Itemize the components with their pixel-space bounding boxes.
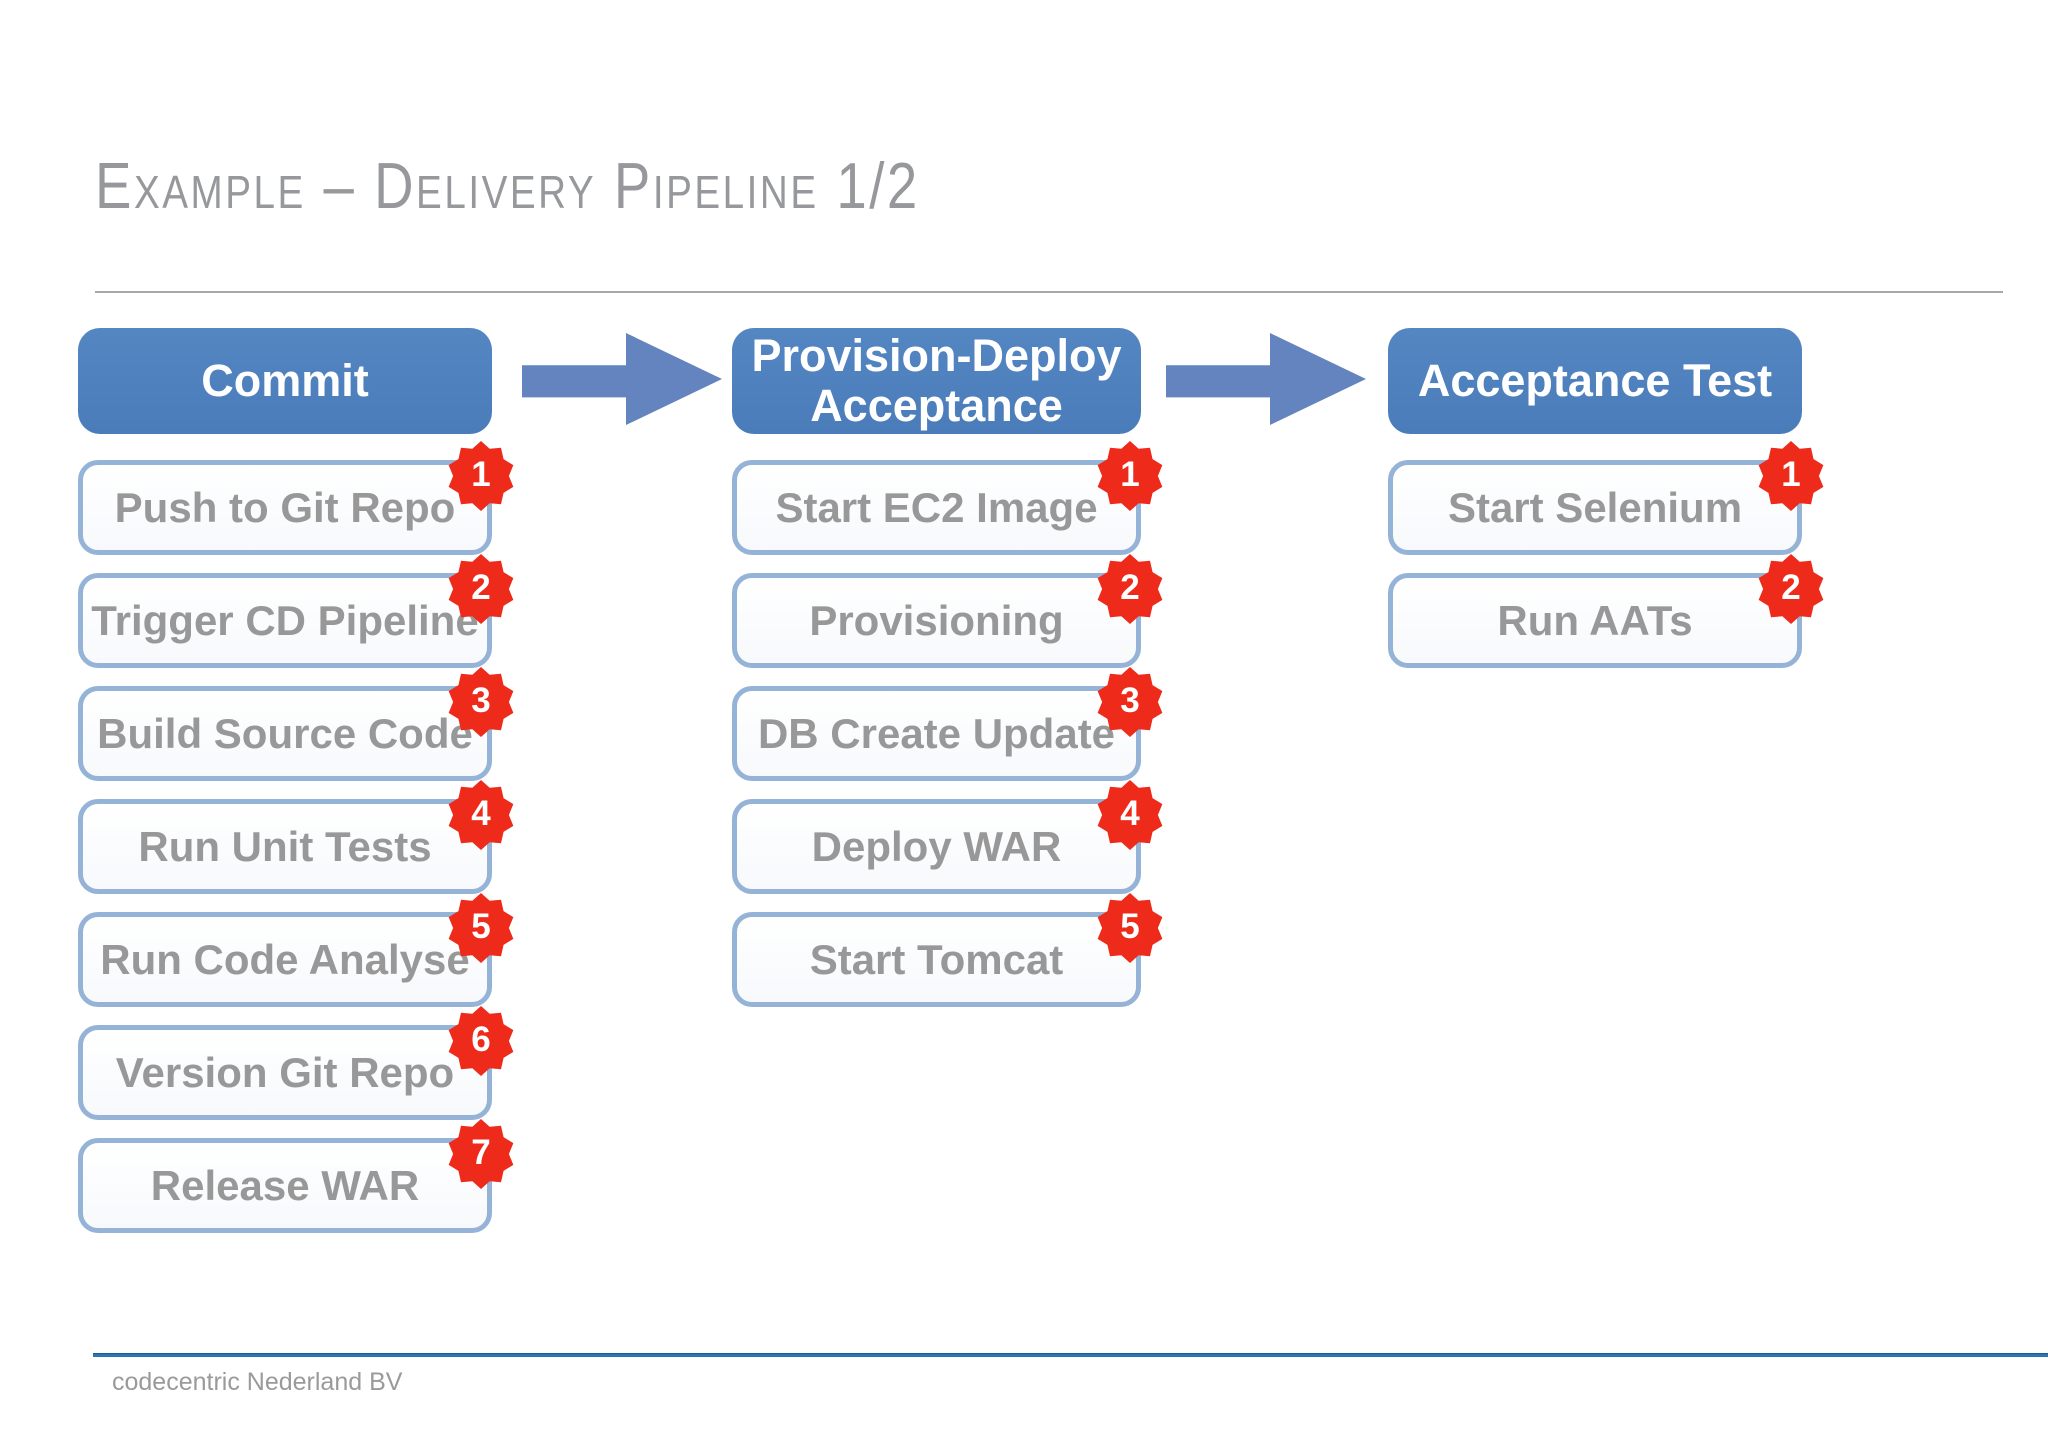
step-label: Start Selenium bbox=[1447, 483, 1743, 531]
pipeline-step: DB Create Update 3 bbox=[732, 667, 1163, 781]
page-title: Example – Delivery Pipeline 1/2 bbox=[95, 149, 920, 222]
pipeline-step: Start Selenium 1 bbox=[1388, 441, 1824, 555]
step-number-badge: 2 bbox=[1758, 554, 1824, 624]
step-number-badge: 7 bbox=[448, 1119, 514, 1189]
step-label: Provisioning bbox=[809, 596, 1064, 644]
stage-commit: Commit Push to Git Repo 1 Trigger CD Pip… bbox=[78, 328, 514, 1233]
pipeline-step: Provisioning 2 bbox=[732, 554, 1163, 668]
pipeline-step: Trigger CD Pipeline 2 bbox=[78, 554, 514, 668]
pipeline-step: Run AATs 2 bbox=[1388, 554, 1824, 668]
stage-steps: Push to Git Repo 1 Trigger CD Pipeline 2… bbox=[78, 441, 514, 1233]
step-label: Release WAR bbox=[150, 1161, 420, 1209]
footer-divider bbox=[93, 1353, 2048, 1357]
stage-header: Provision-Deploy Acceptance bbox=[732, 328, 1141, 434]
step-number-badge: 4 bbox=[448, 780, 514, 850]
pipeline-step: Release WAR 7 bbox=[78, 1119, 514, 1233]
step-label: Run AATs bbox=[1497, 596, 1693, 644]
pipeline-step: Build Source Code 3 bbox=[78, 667, 514, 781]
step-label: Run Unit Tests bbox=[138, 822, 432, 870]
pipeline-step: Run Unit Tests 4 bbox=[78, 780, 514, 894]
step-label: DB Create Update bbox=[757, 709, 1116, 757]
pipeline-step: Start EC2 Image 1 bbox=[732, 441, 1163, 555]
stage-steps: Start Selenium 1 Run AATs 2 bbox=[1388, 441, 1824, 668]
step-number-badge: 1 bbox=[1097, 441, 1163, 511]
step-label: Version Git Repo bbox=[115, 1048, 455, 1096]
stage-steps: Start EC2 Image 1 Provisioning 2 DB Crea… bbox=[732, 441, 1163, 1007]
stage-header: Commit bbox=[78, 328, 492, 434]
step-label: Build Source Code bbox=[97, 709, 473, 757]
step-number-badge: 1 bbox=[448, 441, 514, 511]
flow-arrow-icon bbox=[1166, 333, 1366, 425]
step-number-badge: 1 bbox=[1758, 441, 1824, 511]
pipeline-step: Run Code Analyse 5 bbox=[78, 893, 514, 1007]
flow-arrow-icon bbox=[522, 333, 722, 425]
pipeline-step: Deploy WAR 4 bbox=[732, 780, 1163, 894]
stage-header: Acceptance Test bbox=[1388, 328, 1802, 434]
step-label: Deploy WAR bbox=[811, 822, 1062, 870]
step-number-badge: 4 bbox=[1097, 780, 1163, 850]
pipeline-step: Start Tomcat 5 bbox=[732, 893, 1163, 1007]
step-label: Push to Git Repo bbox=[114, 483, 456, 531]
step-label: Start Tomcat bbox=[809, 935, 1064, 983]
step-number-badge: 5 bbox=[1097, 893, 1163, 963]
step-number-badge: 6 bbox=[448, 1006, 514, 1076]
pipeline-step: Version Git Repo 6 bbox=[78, 1006, 514, 1120]
step-number-badge: 2 bbox=[1097, 554, 1163, 624]
title-divider bbox=[95, 291, 2003, 293]
pipeline-step: Push to Git Repo 1 bbox=[78, 441, 514, 555]
stage-acceptance-test: Acceptance Test Start Selenium 1 Run AAT… bbox=[1388, 328, 1824, 668]
step-label: Trigger CD Pipeline bbox=[91, 596, 479, 644]
step-label: Run Code Analyse bbox=[100, 935, 470, 983]
stage-provision-deploy-acceptance: Provision-Deploy Acceptance Start EC2 Im… bbox=[732, 328, 1163, 1007]
step-label: Start EC2 Image bbox=[775, 483, 1098, 531]
footer-company: codecentric Nederland BV bbox=[112, 1368, 403, 1396]
